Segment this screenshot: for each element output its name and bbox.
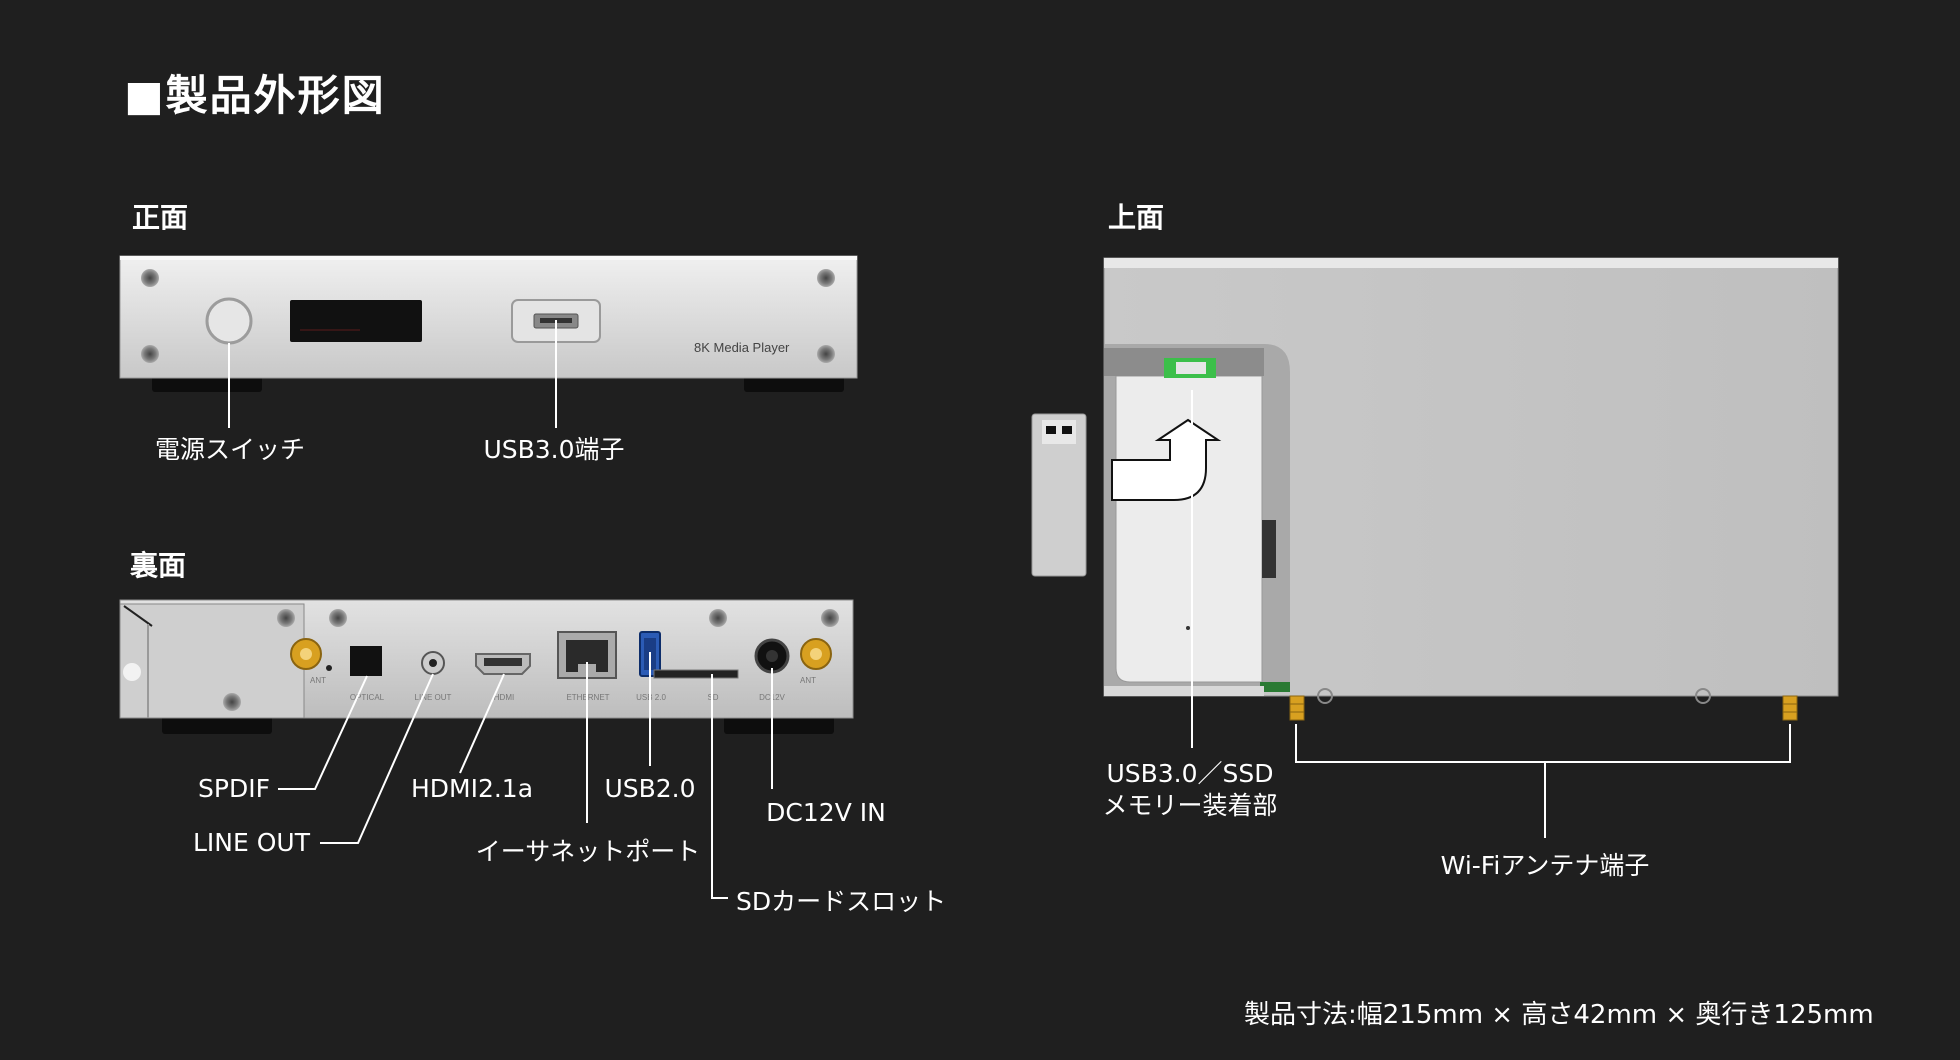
rear-leader-lines xyxy=(278,652,773,899)
callout-usb-ssd-line2: メモリー装着部 xyxy=(1102,791,1278,820)
top-view xyxy=(1103,257,1839,721)
section-title-top: 上面 xyxy=(1108,201,1165,234)
callout-ethernet: イーサネットポート xyxy=(475,837,701,866)
product-dimensions: 製品寸法:幅215mm × 高さ42mm × 奥行き125mm xyxy=(1244,1000,1874,1030)
sd-slot-icon xyxy=(653,669,739,679)
power-button-icon xyxy=(205,297,253,345)
screw-icon xyxy=(141,269,159,287)
front-view xyxy=(119,255,858,392)
port-label-sd: SD xyxy=(707,693,718,702)
callout-usb30-port: USB3.0端子 xyxy=(483,435,625,464)
callout-hdmi: HDMI2.1a xyxy=(410,774,534,803)
callout-wifi-antenna: Wi-Fiアンテナ端子 xyxy=(1440,851,1650,880)
callout-usb-ssd-bay: USB3.0／SSD メモリー装着部 xyxy=(1102,758,1277,822)
model-label: 8K Media Player xyxy=(694,340,790,355)
port-label-usb20: USB 2.0 xyxy=(636,693,666,702)
port-label-ant-left: ANT xyxy=(310,676,326,685)
port-label-ethernet: ETHERNET xyxy=(566,693,609,702)
callout-spdif: SPDIF xyxy=(198,774,270,803)
front-display xyxy=(290,300,422,342)
port-label-hdmi: HDMI xyxy=(494,693,514,702)
front-leader-lines xyxy=(228,320,557,428)
callout-line-out: LINE OUT xyxy=(193,828,310,857)
rear-view: ANT OPTICAL LINE OUT HDMI ETHERNET USB 2… xyxy=(119,599,854,734)
antenna-connector-icon xyxy=(1782,695,1798,721)
callout-usb-ssd-line1: USB3.0／SSD xyxy=(1106,759,1274,788)
callout-dc12v-in: DC12V IN xyxy=(766,798,886,827)
screw-icon xyxy=(817,269,835,287)
section-title-front: 正面 xyxy=(132,201,189,234)
antenna-connector-icon xyxy=(1289,695,1305,721)
callout-sd-slot: SDカードスロット xyxy=(736,887,947,916)
page-title: ■製品外形図 xyxy=(124,71,386,120)
section-title-rear: 裏面 xyxy=(130,549,187,582)
usb-memory-stick-icon xyxy=(1031,413,1087,577)
top-leader-lines xyxy=(1191,390,1791,838)
port-label-line-out: LINE OUT xyxy=(415,693,452,702)
port-label-ant-right: ANT xyxy=(800,676,816,685)
callout-power-switch: 電源スイッチ xyxy=(154,435,306,464)
optical-port-icon xyxy=(350,646,382,676)
port-label-optical: OPTICAL xyxy=(350,693,385,702)
callout-usb20: USB2.0 xyxy=(604,774,696,803)
screw-icon xyxy=(817,345,835,363)
screw-icon xyxy=(141,345,159,363)
